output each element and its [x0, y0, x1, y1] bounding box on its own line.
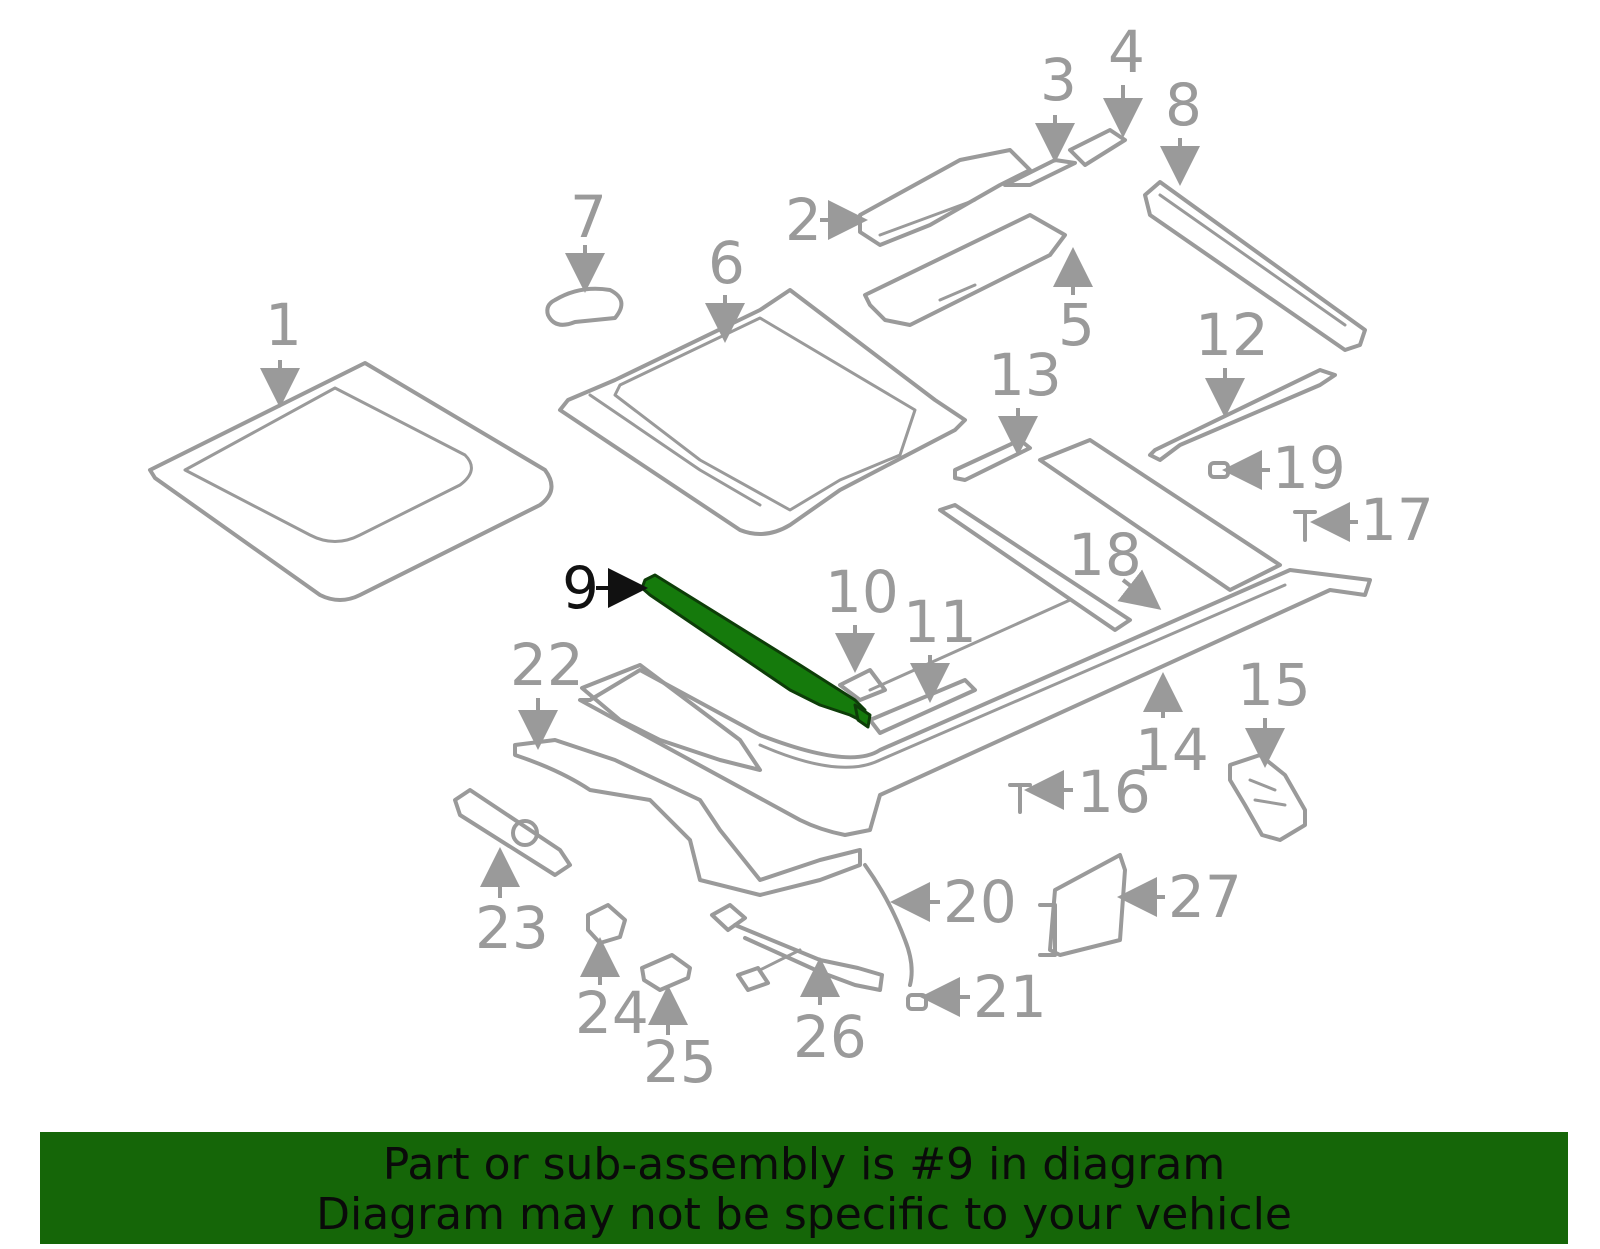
callout-11: 11 [903, 588, 977, 656]
part-2-guide [858, 148, 1032, 247]
part-25-connector [640, 953, 692, 992]
callout-4: 4 [1108, 18, 1145, 86]
part-22-side-frame [513, 663, 862, 897]
callout-8: 8 [1165, 71, 1202, 139]
callout-20: 20 [943, 868, 1017, 936]
part-4-clip [1068, 128, 1127, 167]
info-banner: Part or sub-assembly is #9 in diagram Di… [40, 1132, 1568, 1244]
part-3-link [1003, 158, 1077, 187]
callout-5: 5 [1058, 291, 1095, 359]
callout-7: 7 [570, 183, 607, 251]
callout-16: 16 [1077, 758, 1151, 826]
part-12-guide [1148, 368, 1337, 462]
part-21-grommet [906, 993, 928, 1011]
parts-diagram: 1 2 3 4 5 6 7 8 9 10 11 12 13 14 15 16 1 [148, 18, 1434, 1096]
callout-24: 24 [575, 979, 649, 1047]
callout-2: 2 [785, 186, 822, 254]
part-27-cover [1038, 853, 1127, 957]
callout-9: 9 [562, 554, 599, 622]
callout-15: 15 [1237, 651, 1311, 719]
callout-18: 18 [1068, 521, 1142, 589]
part-23-motor [453, 788, 572, 877]
banner-line-2: Diagram may not be specific to your vehi… [316, 1189, 1292, 1240]
part-16-screw [1008, 783, 1032, 814]
part-17-screw [1293, 510, 1317, 542]
callout-14: 14 [1135, 716, 1209, 784]
part-15-bracket [1228, 753, 1307, 842]
callout-22: 22 [510, 631, 584, 699]
callout-10: 10 [825, 558, 899, 626]
callout-19: 19 [1272, 434, 1346, 502]
callout-21: 21 [973, 963, 1047, 1031]
part-19-nut [1208, 461, 1230, 479]
callout-13: 13 [988, 341, 1062, 409]
part-1-glass-panel [148, 361, 554, 602]
callout-26: 26 [793, 1003, 867, 1071]
banner-line-1: Part or sub-assembly is #9 in diagram [382, 1139, 1226, 1190]
part-26-harness [710, 903, 884, 992]
part-14-main-frame [578, 568, 1372, 837]
part-20-drain-hose [863, 863, 914, 987]
part-10-bracket [838, 668, 887, 702]
callout-27: 27 [1168, 863, 1242, 931]
callout-6: 6 [708, 229, 745, 297]
part-18-crossmember [938, 438, 1282, 632]
callout-12: 12 [1195, 301, 1269, 369]
callout-1: 1 [265, 291, 302, 359]
part-5-bracket [863, 213, 1067, 327]
callout-23: 23 [475, 894, 549, 962]
part-7-seal [545, 286, 624, 327]
part-9-highlighted [640, 573, 872, 729]
part-6-frame [558, 288, 967, 536]
callouts: 1 2 3 4 5 6 7 8 9 10 11 12 13 14 15 16 1 [260, 18, 1434, 1096]
callout-3: 3 [1040, 46, 1077, 114]
callout-25: 25 [643, 1028, 717, 1096]
part-24-connector [586, 903, 627, 945]
part-8-rail [1143, 180, 1367, 352]
callout-17: 17 [1360, 486, 1434, 554]
